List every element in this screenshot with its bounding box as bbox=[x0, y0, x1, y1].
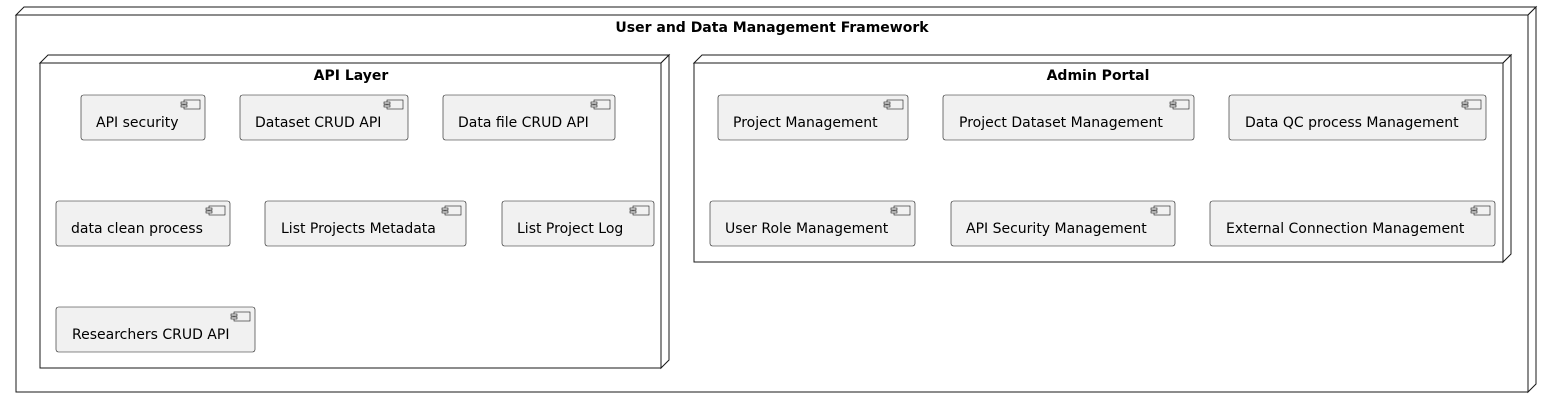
component-icon bbox=[383, 99, 404, 110]
component-icon bbox=[1169, 99, 1190, 110]
component-box bbox=[264, 200, 467, 247]
framework-node-side-face bbox=[1527, 5, 1537, 394]
component-label: API Security Management bbox=[966, 221, 1147, 237]
component-icon bbox=[230, 311, 251, 322]
component-project-management: Project Management bbox=[717, 94, 909, 141]
component-label: API security bbox=[96, 115, 179, 131]
component-label: Dataset CRUD API bbox=[255, 115, 381, 131]
component-icon bbox=[629, 205, 650, 216]
component-box bbox=[55, 200, 231, 247]
component-user-role-management: User Role Management bbox=[709, 200, 916, 247]
component-box bbox=[1209, 200, 1496, 247]
component-box bbox=[709, 200, 916, 247]
component-icon bbox=[441, 205, 462, 216]
component-icon bbox=[1470, 205, 1491, 216]
component-box bbox=[55, 306, 256, 353]
component-box bbox=[942, 94, 1195, 141]
framework-node-top-face bbox=[14, 6, 1538, 16]
component-label: User Role Management bbox=[725, 221, 889, 237]
component-label: Data file CRUD API bbox=[458, 115, 589, 131]
component-label: Project Management bbox=[733, 115, 878, 131]
component-icon bbox=[1461, 99, 1482, 110]
component-data-clean-process: data clean process bbox=[55, 200, 231, 247]
api-layer-node-side-face bbox=[660, 53, 670, 370]
component-box bbox=[80, 94, 206, 141]
api-layer-title: API Layer bbox=[314, 68, 389, 84]
component-icon bbox=[180, 99, 201, 110]
api-layer-node-top-face bbox=[38, 54, 671, 64]
component-dataset-crud-api: Dataset CRUD API bbox=[239, 94, 409, 141]
component-data-file-crud-api: Data file CRUD API bbox=[442, 94, 616, 141]
component-label: List Projects Metadata bbox=[281, 221, 436, 237]
component-box bbox=[950, 200, 1176, 247]
component-api-security: API security bbox=[80, 94, 206, 141]
component-list-project-log: List Project Log bbox=[501, 200, 655, 247]
component-label: Researchers CRUD API bbox=[72, 327, 229, 343]
component-box bbox=[1228, 94, 1487, 141]
component-data-qc-process-management: Data QC process Management bbox=[1228, 94, 1487, 141]
component-icon bbox=[590, 99, 611, 110]
component-label: Data QC process Management bbox=[1245, 115, 1459, 131]
component-researchers-crud-api: Researchers CRUD API bbox=[55, 306, 256, 353]
component-icon bbox=[205, 205, 226, 216]
framework-title: User and Data Management Framework bbox=[615, 20, 929, 36]
component-label: data clean process bbox=[71, 221, 203, 237]
component-label: External Connection Management bbox=[1226, 221, 1465, 237]
component-box bbox=[717, 94, 909, 141]
component-api-security-management: API Security Management bbox=[950, 200, 1176, 247]
component-icon bbox=[890, 205, 911, 216]
component-external-connection-management: External Connection Management bbox=[1209, 200, 1496, 247]
component-label: List Project Log bbox=[517, 221, 623, 237]
component-project-dataset-management: Project Dataset Management bbox=[942, 94, 1195, 141]
component-box bbox=[239, 94, 409, 141]
component-icon bbox=[883, 99, 904, 110]
component-icon bbox=[1150, 205, 1171, 216]
admin-portal-node-side-face bbox=[1502, 53, 1512, 264]
component-list-projects-metadata: List Projects Metadata bbox=[264, 200, 467, 247]
admin-portal-title: Admin Portal bbox=[1047, 68, 1150, 84]
component-label: Project Dataset Management bbox=[959, 115, 1163, 131]
admin-portal-node-top-face bbox=[692, 54, 1513, 64]
component-box bbox=[501, 200, 655, 247]
component-box bbox=[442, 94, 616, 141]
